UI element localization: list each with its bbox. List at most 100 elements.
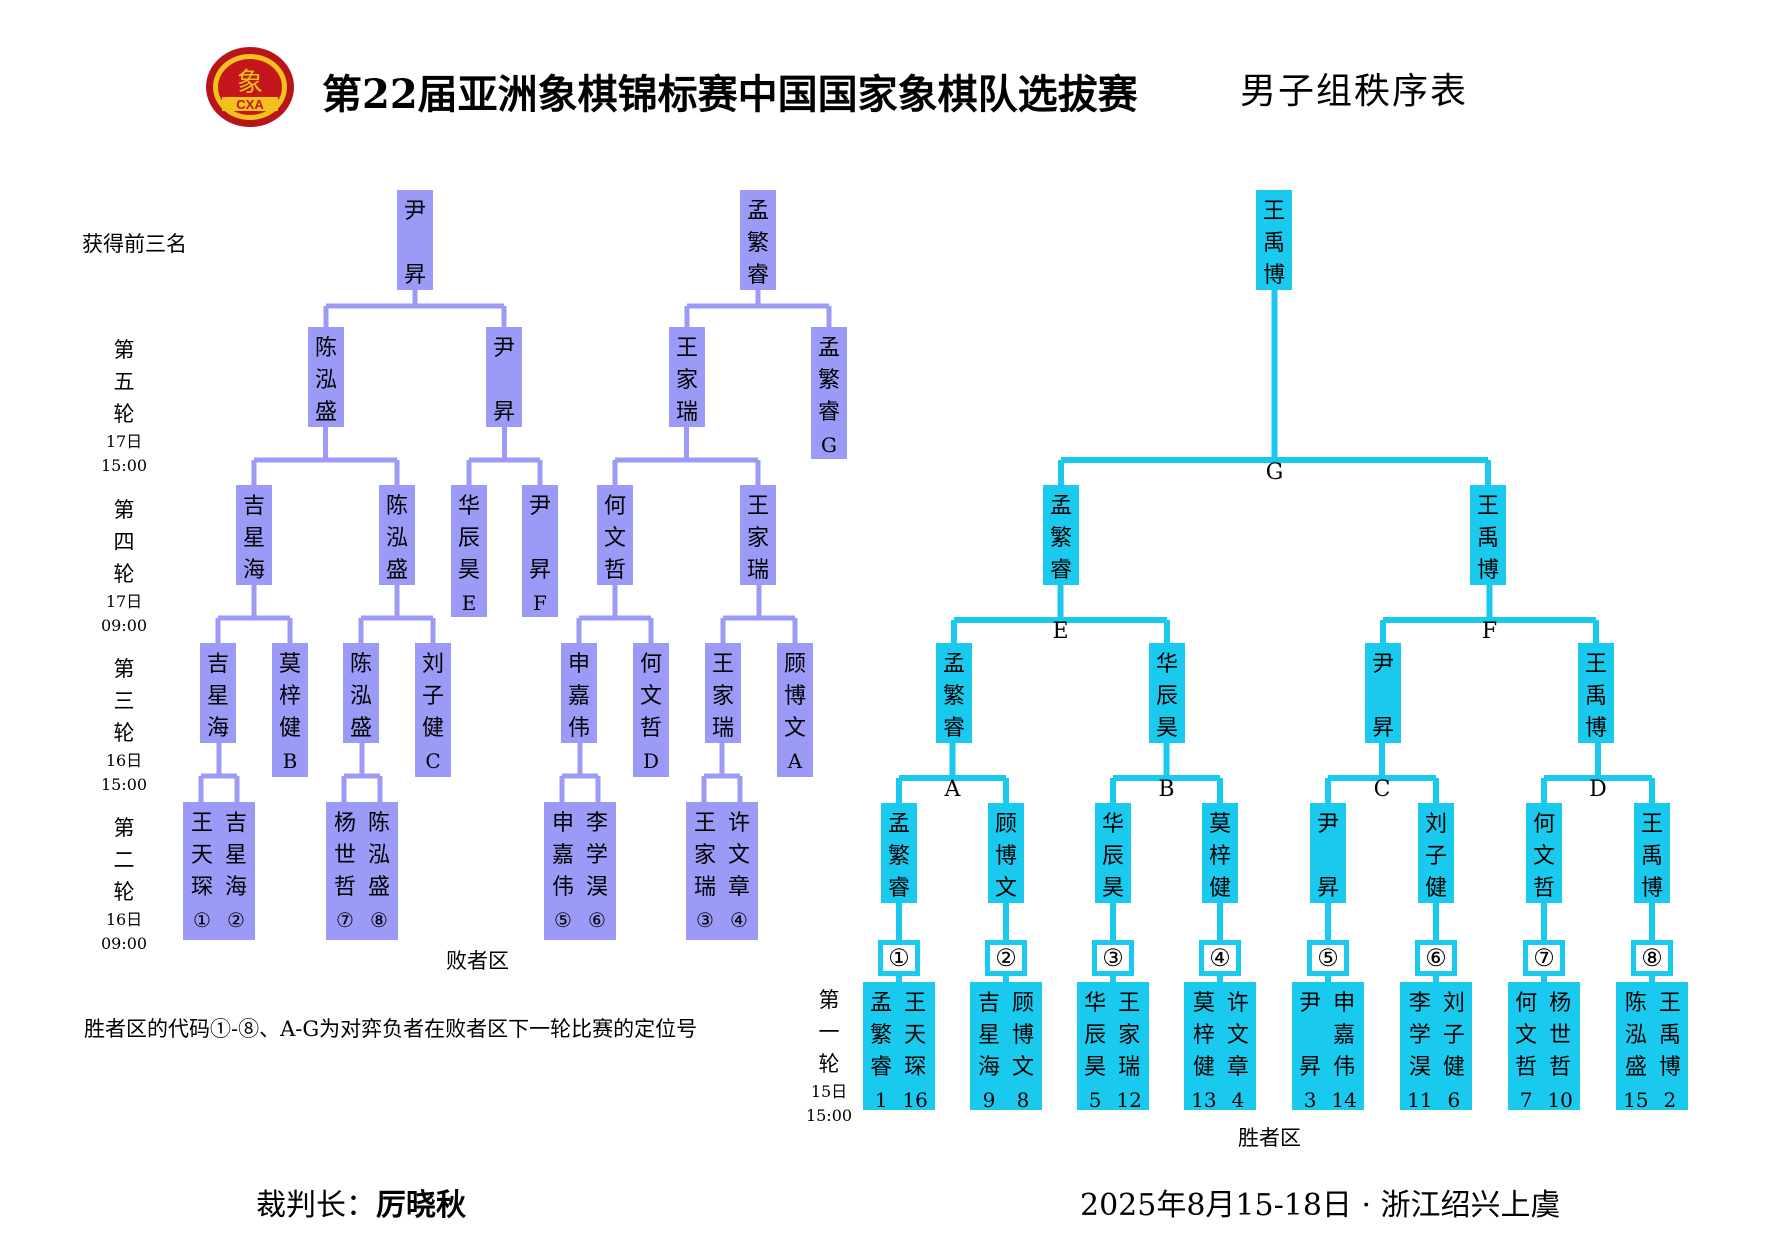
name-char: 申 [567,652,590,677]
code-label: 4 [1231,1088,1245,1112]
name-char: 琛 [190,875,213,900]
name-char: 盛 [385,558,408,583]
name-char: 申 [1333,991,1356,1016]
winner-r2-player: 顾博文 [988,803,1024,903]
name-char: 世 [1549,1023,1572,1048]
name-char: 陈 [385,494,408,519]
winner-r2-player: 莫梓健 [1202,803,1238,903]
loser-code-badge: ⑤ [1307,940,1349,976]
name-column: 陈泓盛 [349,649,372,741]
name-char: 莫 [278,652,301,677]
name-char: 哲 [1549,1055,1572,1080]
name-column: 孟繁睿 [943,649,965,741]
name-char: 家 [675,368,698,393]
code-label: 11 [1407,1088,1433,1112]
code-label: 14 [1331,1088,1357,1112]
name-char: 博 [1584,716,1607,741]
name-char: 瑞 [675,400,698,425]
name-char: 禹 [1584,684,1607,709]
winner-r3-player: 孟繁睿 [936,643,972,743]
loser-code-badge: ⑦ [1523,940,1565,976]
name-char: 哲 [1515,1055,1538,1080]
name-column: 陈泓盛 [314,333,337,425]
name-char: 星 [224,843,247,868]
name-char [1324,841,1331,873]
name-char: 李 [585,811,608,836]
name-char: 健 [1442,1055,1465,1080]
name-column: 尹 昇 [1372,649,1394,741]
name-char: 哲 [333,875,356,900]
name-char: 瑞 [711,716,734,741]
name-char: 嘉 [1333,1023,1356,1048]
name-char [536,523,543,555]
name-char: 吉 [977,991,1000,1016]
name-char: 泓 [1624,1023,1647,1048]
name-column: 何文哲 [604,491,626,583]
name-char: 盛 [314,400,337,425]
date-place: 2025年8月15-18日 · 浙江绍兴上虞 [1080,1188,1561,1223]
name-char: 睿 [870,1055,893,1080]
name-char: 禹 [1658,1023,1681,1048]
name-char: 尹 [403,199,426,224]
name-char: 章 [1226,1055,1249,1080]
code-label: C [425,749,441,773]
name-char: 梓 [278,684,301,709]
name-char: 星 [206,684,229,709]
name-char: 王 [190,811,213,836]
name-column: 王禹博 [1263,196,1285,288]
name-char: 杨 [333,811,356,836]
name-char: 陈 [314,336,337,361]
loser-code-badge: ⑥ [1415,940,1457,976]
code-label: ① [193,908,211,932]
loser-r5-player: 陈泓盛 [308,327,344,427]
name-char: 文 [1226,1023,1249,1048]
winner-r3-player: 尹 昇 [1365,643,1401,743]
name-char: 博 [783,684,806,709]
winner-r3-player: 华辰昊 [1149,643,1185,743]
name-char: 睿 [1049,558,1072,583]
name-column: 王禹博 [1584,649,1607,741]
name-char: 嘉 [567,684,590,709]
code-label: ③ [696,908,714,932]
code-label: 9 [982,1088,996,1112]
name-char: 陈 [349,652,372,677]
name-char: 华 [1155,652,1178,677]
round-4-label: 第 四 轮 17日09:00 [100,498,148,635]
code-label: 15 [1623,1088,1649,1112]
name-char: 尹 [1299,991,1322,1016]
name-char: 章 [727,875,750,900]
name-char: 华 [1084,991,1107,1016]
name-char [500,365,507,397]
note-text: 胜者区的代码①-⑧、A-G为对弈负者在败者区下一轮比赛的定位号 [84,1017,698,1041]
name-column: 孟繁睿 [747,196,769,288]
name-char: 繁 [887,844,910,869]
name-char: 子 [1442,1023,1465,1048]
code-label: 12 [1116,1088,1142,1112]
name-char: 辰 [457,526,480,551]
name-char: 尹 [492,336,515,361]
name-char: 何 [639,652,662,677]
loser-r3-player: 申嘉伟 [561,643,597,743]
name-char: 伟 [1333,1055,1356,1080]
name-char: 伟 [567,716,590,741]
name-column: 莫梓健 [1209,809,1231,901]
name-char: 梓 [1192,1023,1215,1048]
name-char: 孟 [817,336,840,361]
name-char: 王 [904,991,927,1016]
name-column: 孟繁睿 [1050,491,1072,583]
loser-r5-player: 王家瑞 [669,327,705,427]
